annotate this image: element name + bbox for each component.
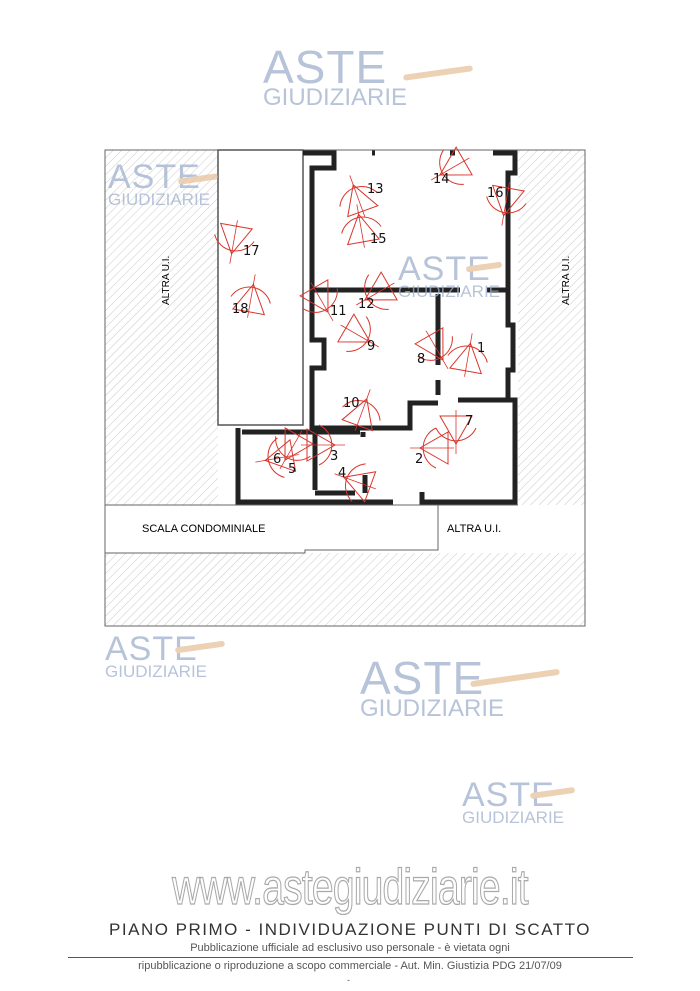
shot-marker-9 [337,313,379,352]
shot-marker-2 [410,427,454,469]
title-rule [68,957,633,958]
watermark-line1: ASTE [360,652,485,704]
watermark-line2: GIUDIZIARIE [108,190,211,209]
shot-marker-3 [301,424,345,466]
shot-number-13: 13 [367,182,384,197]
shot-marker-10 [341,389,381,432]
drawing-title: PIANO PRIMO - INDIVIDUAZIONE PUNTI DI SC… [109,920,591,939]
walls [235,150,518,505]
shot-number-18: 18 [232,302,249,317]
stair-bottom-edge [105,505,439,554]
shot-number-11: 11 [330,304,347,319]
shot-marker-7 [435,410,477,454]
shot-number-1: 1 [477,341,485,356]
label-stair: SCALA CONDOMINIALE [142,523,265,535]
shot-marker-14 [431,146,473,185]
shot-marker-8 [414,327,453,369]
shot-number-9: 9 [367,339,375,354]
shot-number-12: 12 [358,297,375,312]
watermark-line2: GIUDIZIARIE [398,282,501,301]
shot-marker-13 [339,175,379,218]
watermark-line2: GIUDIZIARIE [462,808,565,827]
shot-number-15: 15 [370,232,387,247]
shot-marker-6 [275,427,314,469]
hatched-area-bottom [105,553,585,626]
shot-number-10: 10 [343,396,360,411]
page-dash: - [347,975,350,985]
shot-marker-11 [299,279,338,321]
label-right-unit: ALTRA U.I. [561,256,572,305]
publication-notice-line1: Pubblicazione ufficiale ad esclusivo uso… [190,942,510,954]
balcony [217,149,304,426]
shot-number-14: 14 [433,172,450,187]
shot-marker-1 [447,333,488,377]
shot-marker-15 [341,204,382,248]
watermark-site-url: www.astegiudiziarie.it [172,858,529,915]
shot-marker-12 [356,271,398,310]
publication-notice-line2: ripubblicazione o riproduzione a scopo c… [138,960,562,972]
shot-number-6: 6 [273,452,281,467]
hatched-area-right [518,150,585,505]
watermark-line2: GIUDIZIARIE [263,84,408,111]
watermark-line2: GIUDIZIARIE [105,662,208,681]
shot-number-4: 4 [338,466,346,481]
shot-number-17: 17 [243,244,260,259]
shot-marker-17 [214,220,255,264]
shot-number-7: 7 [465,414,473,429]
shot-number-2: 2 [415,452,423,467]
label-bottom-unit: ALTRA U.I. [447,523,501,535]
shot-marker-16 [486,182,527,226]
plan-border [104,149,586,627]
shot-marker-4 [334,463,377,503]
shot-markers [214,146,527,503]
label-left-unit: ALTRA U.I. [161,256,172,305]
shot-number-16: 16 [487,186,504,201]
watermark-line1: ASTE [263,41,388,93]
shot-number-3: 3 [330,449,338,464]
shot-number-5: 5 [288,462,296,477]
shot-marker-18 [230,274,271,318]
hatched-area-left [105,150,218,505]
shot-number-8: 8 [417,352,425,367]
watermark-line2: GIUDIZIARIE [360,695,505,722]
